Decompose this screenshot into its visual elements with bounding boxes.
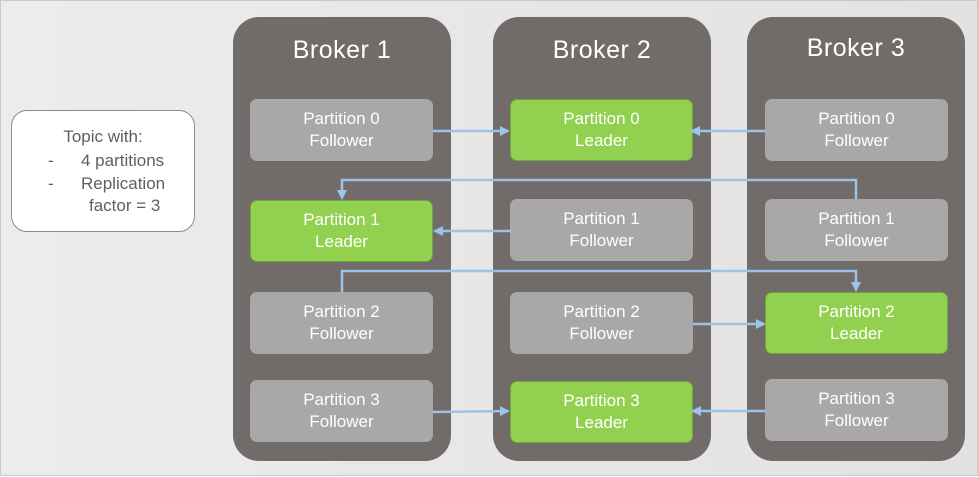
partition-role: Leader [575,413,628,432]
partition-role: Follower [569,324,634,343]
broker-title: Broker 3 [806,34,906,62]
partition-name: Partition 2 [818,302,895,321]
broker-1: Broker 1 Partition 0 Follower Partition … [233,17,451,461]
partition-role: Leader [575,131,628,150]
partition-1-follower-box: Partition 1 Follower [510,199,693,261]
partition-2-follower-box: Partition 2 Follower [250,292,433,354]
topic-info-box: Topic with: - 4 partitions - Replication… [11,110,195,232]
broker-title: Broker 2 [552,36,652,64]
partition-0-follower-box: Partition 0 Follower [250,99,433,161]
partition-role: Follower [569,231,634,250]
topic-item-bullet: - [48,174,54,193]
broker-2: Broker 2 Partition 0 Leader Partition 1 … [493,17,711,461]
topic-item-bullet: - [48,151,54,170]
partition-0-follower-box: Partition 0 Follower [765,99,948,161]
partition-3-follower-box: Partition 3 Follower [765,379,948,441]
partition-2-follower-box: Partition 2 Follower [510,292,693,354]
broker-title: Broker 1 [292,36,392,64]
partition-role: Follower [309,324,374,343]
partition-name: Partition 0 [818,109,895,128]
partition-name: Partition 2 [563,302,640,321]
partition-role: Leader [315,232,368,251]
partition-name: Partition 1 [563,209,640,228]
partition-role: Follower [824,411,889,430]
topic-item-text-cont: factor = 3 [89,196,161,215]
partition-1-follower-box: Partition 1 Follower [765,199,948,261]
broker-3: Broker 3 Partition 0 Follower Partition … [747,17,965,461]
partition-name: Partition 0 [563,109,640,128]
partition-name: Partition 3 [563,391,640,410]
partition-name: Partition 1 [818,209,895,228]
partition-role: Follower [309,131,374,150]
partition-1-leader-box: Partition 1 Leader [250,200,433,262]
partition-name: Partition 0 [303,109,380,128]
partition-role: Follower [824,231,889,250]
partition-name: Partition 1 [303,210,380,229]
topic-title: Topic with: [63,127,143,146]
partition-2-leader-box: Partition 2 Leader [765,292,948,354]
partition-role: Follower [309,412,374,431]
partition-3-follower-box: Partition 3 Follower [250,380,433,442]
partition-role: Follower [824,131,889,150]
partition-3-leader-box: Partition 3 Leader [510,381,693,443]
partition-name: Partition 3 [818,389,895,408]
partition-name: Partition 2 [303,302,380,321]
partition-name: Partition 3 [303,390,380,409]
topic-item-text: Replication [81,174,166,193]
partition-0-leader-box: Partition 0 Leader [510,99,693,161]
topic-item-text: 4 partitions [81,151,165,170]
partition-role: Leader [830,324,883,343]
